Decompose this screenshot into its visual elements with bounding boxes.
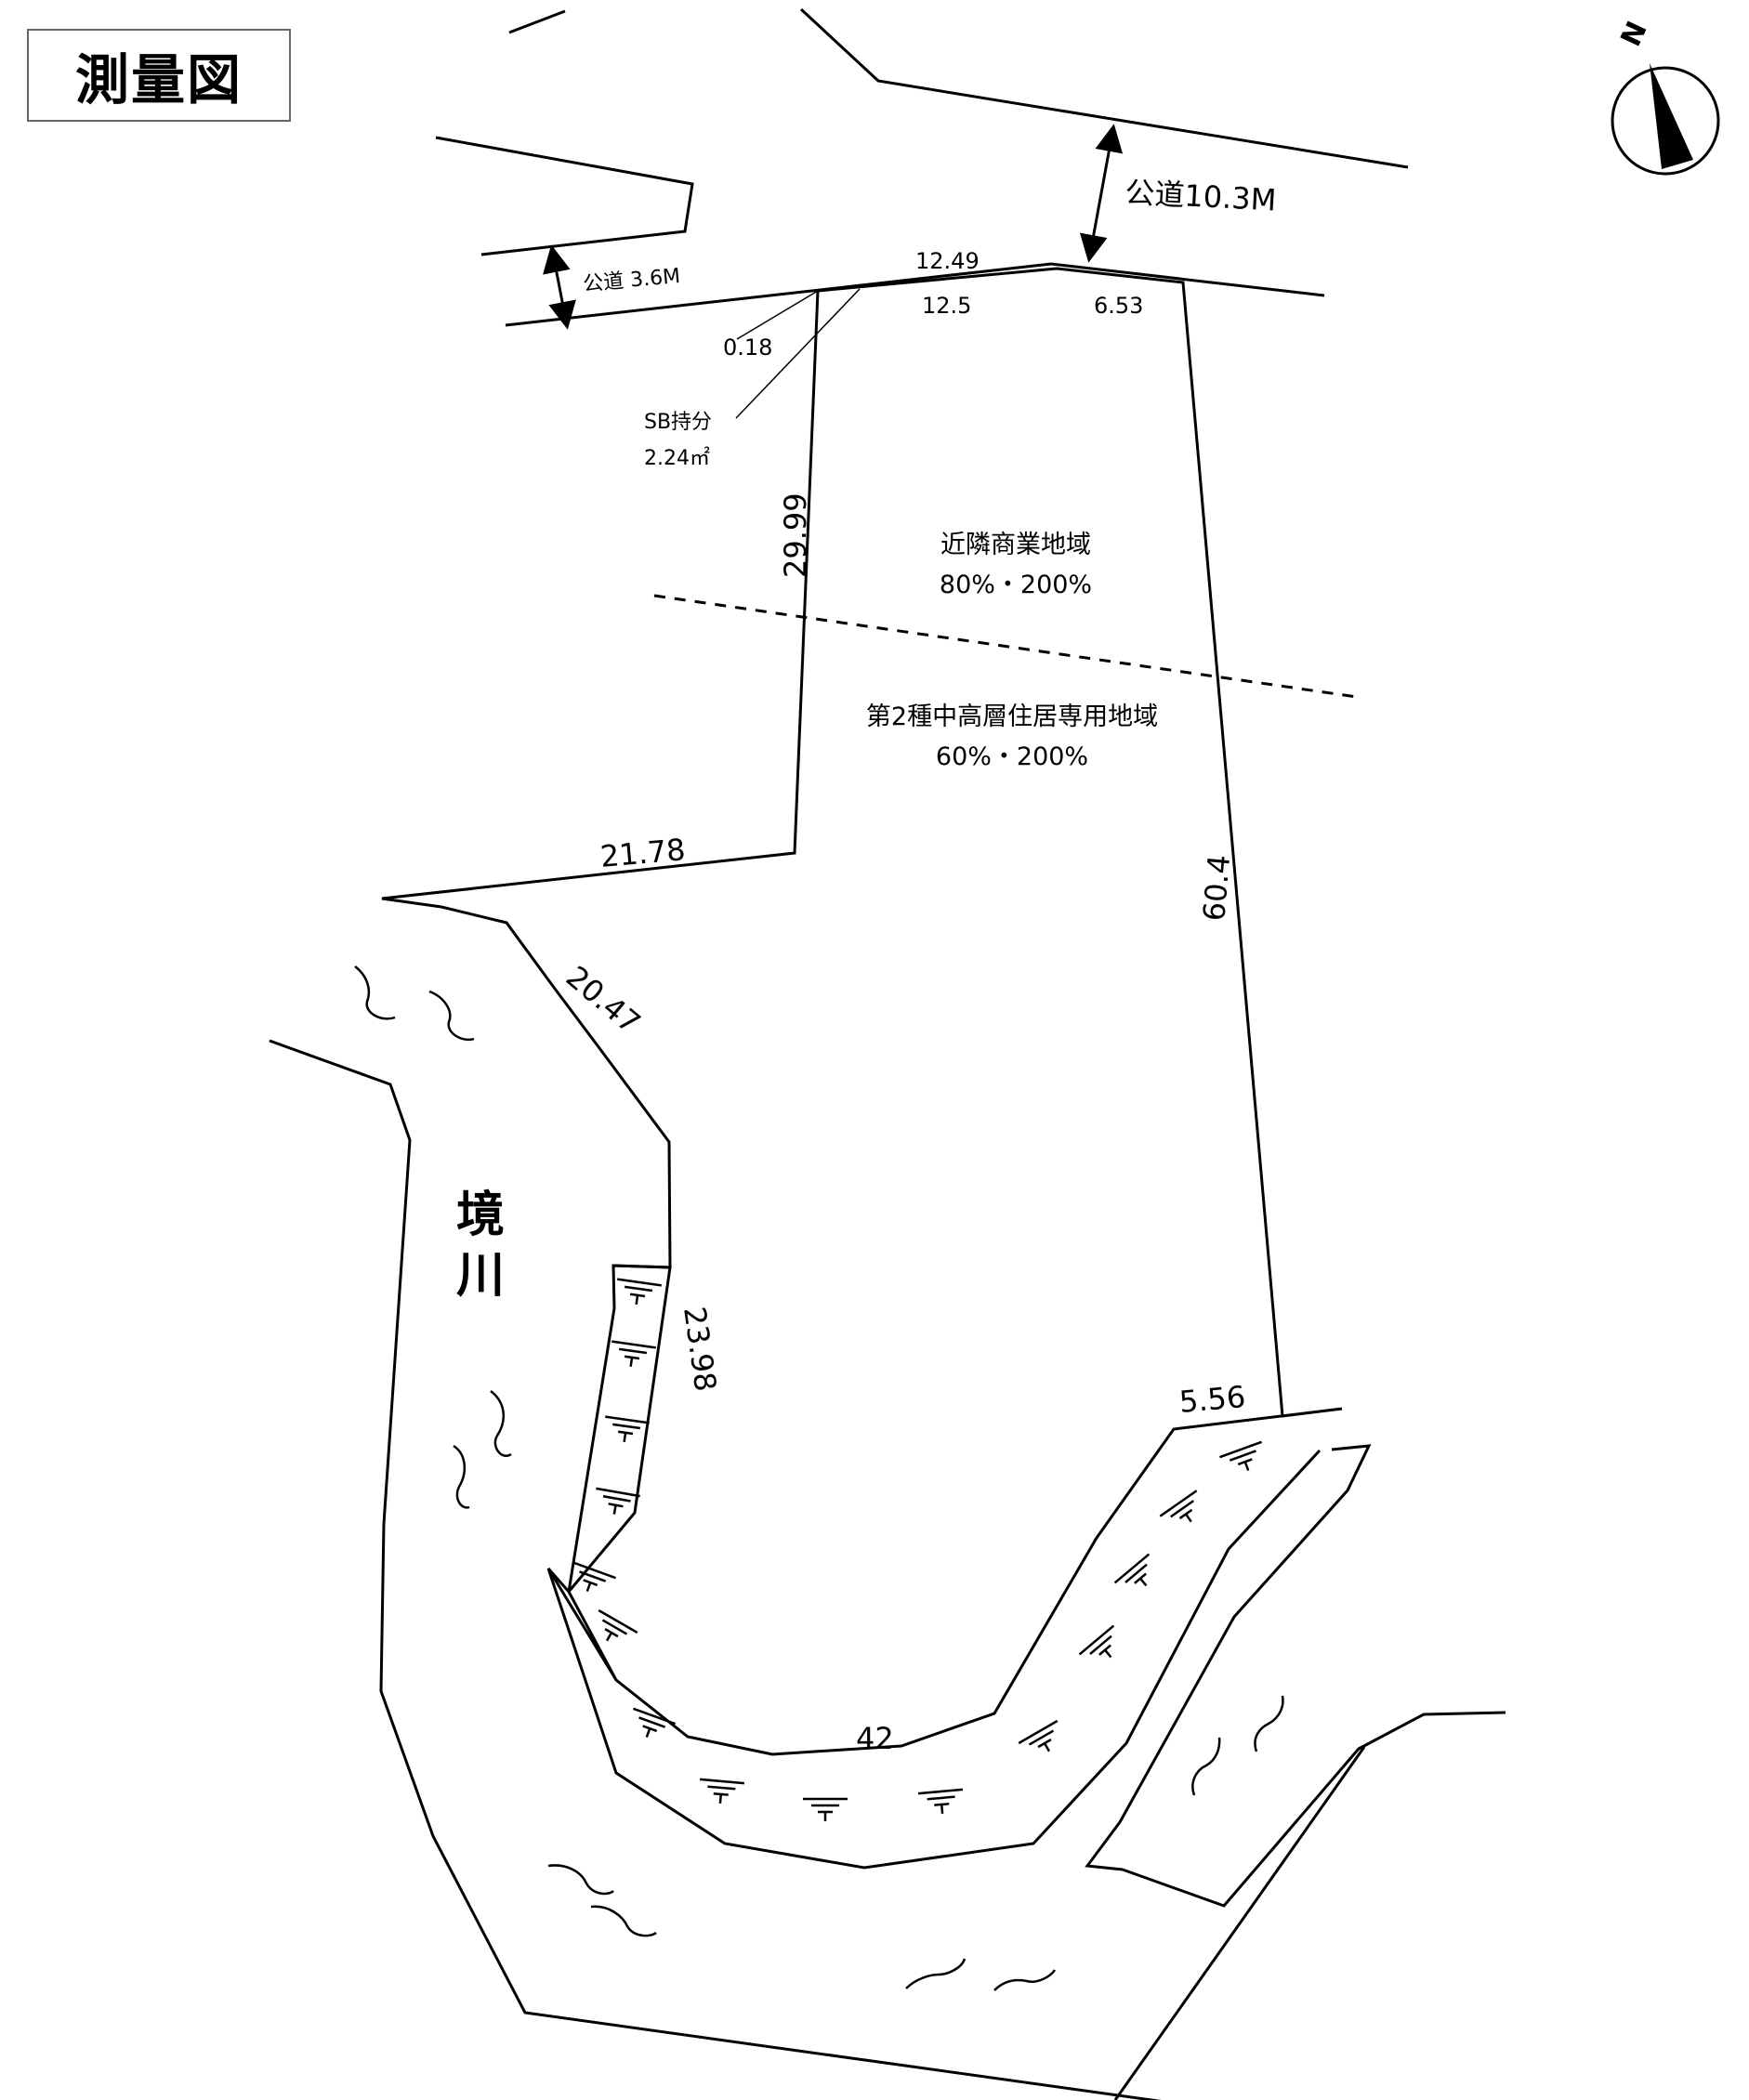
dry-mark-3 [600,1415,651,1447]
river-banks [269,1039,1506,2100]
wave-8 [993,1969,1057,1991]
water-waves [354,965,1284,1991]
dim-front-upper: 12.49 [915,248,980,274]
zone-upper-name: 近隣商業地域 [940,531,1091,559]
dry-mark-13 [1113,1553,1165,1602]
dim-left-wall: 23.98 [677,1305,723,1394]
compass-needle [1650,63,1693,169]
dry-mark-14 [1159,1489,1211,1536]
road-main-upper-left [508,9,566,34]
wave-1 [354,965,396,1020]
setback-area: 2.24㎡ [644,446,710,470]
dim-left-step: 21.78 [598,832,687,874]
setback-label: SB持分 [644,411,712,434]
dim-front-lower: 12.5 [922,293,971,319]
lot-boundary [381,267,1343,1756]
wave-2 [428,990,475,1042]
river-wall-outer [546,1264,1322,1870]
river-left-wall-outer [546,1568,618,1681]
dry-mark-7 [624,1707,677,1747]
leader-corner-cut [736,290,819,340]
dry-mark-1 [612,1278,664,1309]
river-right-lower [1122,1711,1506,1908]
main-road-label: 公道10.3M [1124,175,1278,217]
road-side-upper [435,136,694,256]
setback-leaders [735,288,861,419]
road-lines [435,7,1409,327]
road-width-arrows [543,124,1124,330]
dim-left-upper: 29.99 [778,492,813,578]
zone-boundary [653,594,1358,699]
wave-7 [905,1958,967,1989]
dry-mark-8 [696,1778,746,1807]
dry-mark-9 [801,1797,849,1823]
road-main-upper-right [799,7,1409,169]
wave-5 [547,1864,614,1896]
zone-lower-name: 第2種中高層住居専用地域 [866,702,1158,731]
wave-4 [453,1444,470,1509]
river-name-top: 境 [456,1188,505,1243]
compass-circle [1611,66,1720,176]
dim-left-curve: 20.47 [559,959,648,1041]
dry-mark-11 [1017,1719,1071,1765]
wave-3 [490,1390,512,1457]
side-road-label: 公道 3.6M [582,265,681,296]
title-box: 測量図 [27,29,291,122]
zone-upper-ratio: 80%・200% [940,571,1092,599]
dim-corner-cut: 0.18 [723,335,772,361]
dim-bottom-curve: 42 [856,1721,894,1756]
dry-mark-2 [607,1340,658,1372]
zone-lower-ratio: 60%・200% [936,742,1088,771]
main-road-arrow [1079,124,1124,263]
wave-10 [1254,1695,1284,1752]
dry-mark-12 [1078,1624,1130,1673]
dim-bottom-right: 5.56 [1177,1379,1246,1420]
dim-right-front: 6.53 [1094,293,1143,319]
river-right-bank [1085,1444,1372,1871]
river-bottom [1113,1746,1366,2100]
wave-9 [1191,1737,1221,1796]
road-edge-lower [505,262,1325,327]
leader-setback [735,288,861,419]
side-road-arrow [543,244,576,330]
dim-right-side: 60.4 [1196,853,1237,922]
north-letter: N [1615,17,1654,52]
page-title: 測量図 [74,48,243,112]
wave-6 [590,1905,657,1937]
river-name-bottom: 川 [456,1248,505,1304]
river-left-bank [269,1039,1162,2100]
dry-mark-15 [1218,1440,1271,1480]
dry-mark-10 [916,1788,967,1818]
north-arrow: N [1611,17,1720,176]
